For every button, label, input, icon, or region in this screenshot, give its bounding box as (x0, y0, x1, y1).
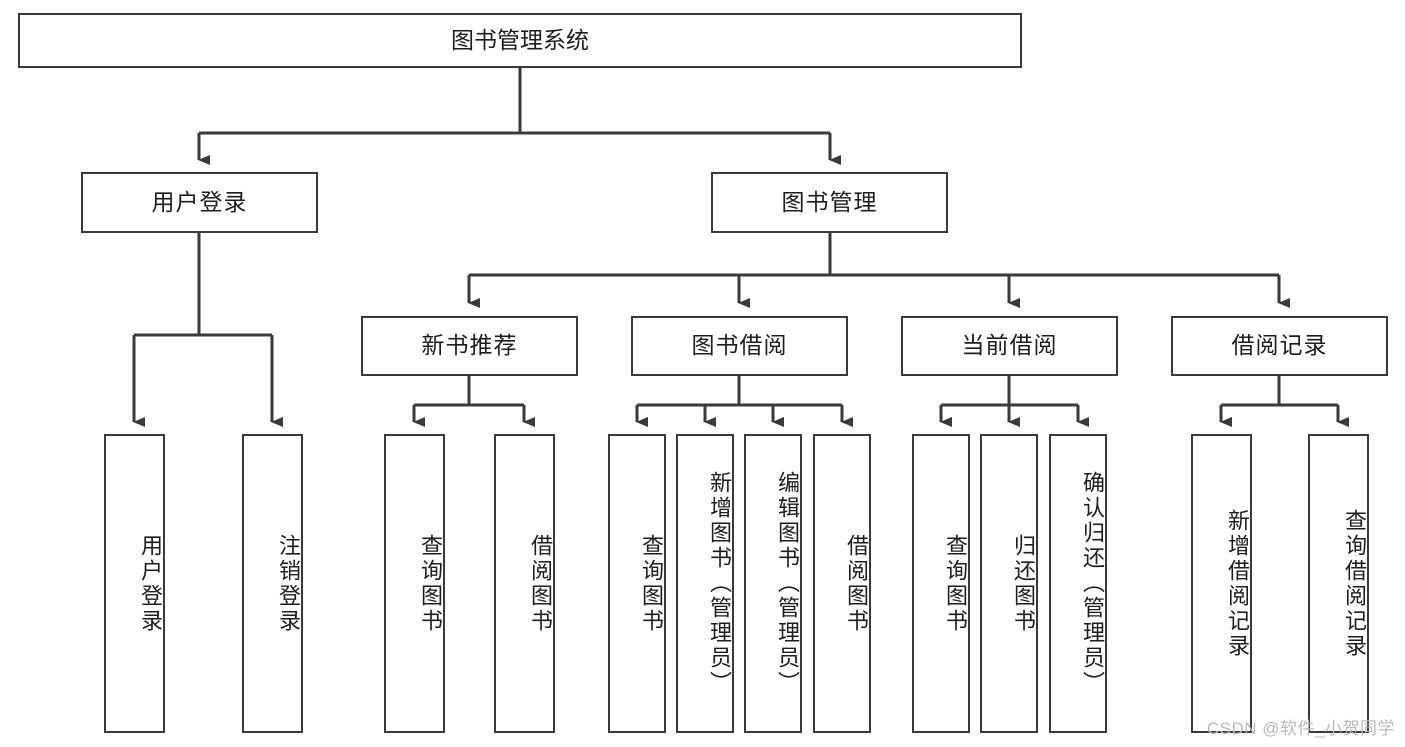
node-root[interactable]: 图书管理系统 (18, 13, 1022, 68)
node-book-borrow-label: 图书借阅 (691, 332, 788, 359)
node-leaf-borrow-book[interactable]: 借阅图书 (813, 434, 871, 733)
node-leaf-add-book-label: 新增图书（管理员） (707, 471, 732, 696)
node-leaf-add-borrow-record-label: 新增借阅记录 (1225, 508, 1250, 659)
node-leaf-logout[interactable]: 注销登录 (242, 434, 303, 733)
node-leaf-user-login[interactable]: 用户登录 (104, 434, 165, 733)
node-leaf-confirm-return[interactable]: 确认归还（管理员） (1049, 434, 1107, 733)
node-leaf-query-book-current-label: 查询图书 (943, 533, 968, 634)
node-leaf-confirm-return-label: 确认归还（管理员） (1080, 471, 1105, 696)
node-root-label: 图书管理系统 (451, 26, 589, 53)
node-leaf-borrow-book-label: 借阅图书 (844, 533, 869, 634)
node-new-book-recommend[interactable]: 新书推荐 (361, 316, 578, 376)
node-book-management-label: 图书管理 (781, 188, 878, 215)
node-borrow-record[interactable]: 借阅记录 (1171, 316, 1388, 376)
node-leaf-query-book-current[interactable]: 查询图书 (912, 434, 970, 733)
csdn-watermark: CSDN @软件_小贺同学 (1206, 719, 1395, 738)
node-leaf-query-book-borrow-label: 查询图书 (639, 533, 664, 634)
node-user-login-label: 用户登录 (151, 188, 248, 215)
node-borrow-record-label: 借阅记录 (1231, 332, 1328, 359)
node-current-borrow-label: 当前借阅 (961, 332, 1058, 359)
node-current-borrow[interactable]: 当前借阅 (901, 316, 1118, 376)
node-leaf-return-book[interactable]: 归还图书 (980, 434, 1038, 733)
node-leaf-query-book-recommend-label: 查询图书 (418, 533, 443, 634)
node-book-borrow[interactable]: 图书借阅 (631, 316, 848, 376)
node-leaf-borrow-book-recommend[interactable]: 借阅图书 (494, 434, 555, 733)
node-leaf-logout-label: 注销登录 (276, 533, 301, 634)
node-leaf-return-book-label: 归还图书 (1011, 533, 1036, 634)
node-book-management[interactable]: 图书管理 (711, 172, 948, 233)
node-leaf-query-borrow-record-label: 查询借阅记录 (1342, 508, 1367, 659)
node-leaf-borrow-book-recommend-label: 借阅图书 (528, 533, 553, 634)
node-leaf-edit-book-label: 编辑图书（管理员） (775, 471, 800, 696)
node-leaf-query-borrow-record[interactable]: 查询借阅记录 (1308, 434, 1369, 733)
node-user-login[interactable]: 用户登录 (81, 172, 318, 233)
node-leaf-add-borrow-record[interactable]: 新增借阅记录 (1191, 434, 1252, 733)
node-new-book-recommend-label: 新书推荐 (421, 332, 518, 359)
node-leaf-query-book-recommend[interactable]: 查询图书 (384, 434, 445, 733)
node-leaf-edit-book[interactable]: 编辑图书（管理员） (744, 434, 802, 733)
node-leaf-query-book-borrow[interactable]: 查询图书 (608, 434, 666, 733)
node-leaf-add-book[interactable]: 新增图书（管理员） (676, 434, 734, 733)
node-leaf-user-login-label: 用户登录 (138, 533, 163, 634)
